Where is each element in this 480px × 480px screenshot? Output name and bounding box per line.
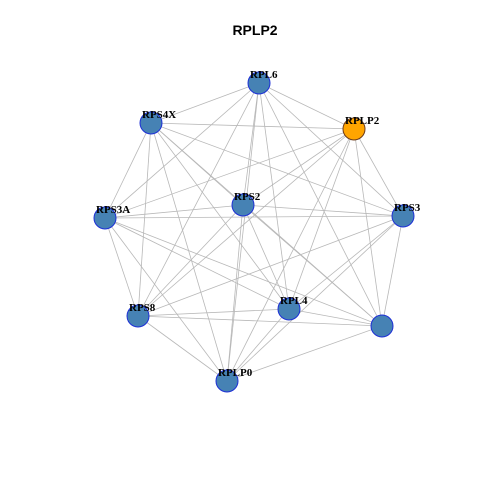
edge-rpl4-rplp0 (226, 308, 290, 382)
node-label-rps3: RPS3 (394, 202, 421, 214)
edge-unlabeled-rplp0 (226, 325, 383, 382)
edge-rps4x-rplp0 (150, 122, 228, 382)
edge-rplp2-rps3 (353, 128, 404, 217)
node-rpl4[interactable] (277, 297, 301, 321)
node-rps3a[interactable] (93, 206, 117, 230)
node-rps8[interactable] (126, 304, 150, 328)
node-rplp0[interactable] (215, 369, 239, 393)
edge-rplp2-rps4x (150, 122, 355, 130)
edge-rps3a-rplp0 (104, 217, 228, 382)
edge-rplp2-rplp0 (226, 128, 355, 382)
edge-rps8-rpl4 (137, 308, 290, 317)
node-rplp2[interactable] (342, 117, 366, 141)
edge-rps8-unlabeled (137, 315, 383, 327)
node-rps3[interactable] (391, 204, 415, 228)
edge-rps2-unlabeled (242, 204, 383, 327)
edge-rpl6-rps8 (137, 82, 260, 317)
edge-rpl4-unlabeled (288, 308, 383, 327)
node-label-rplp0: RPLP0 (218, 367, 253, 379)
edge-rps3-unlabeled (381, 215, 404, 327)
edge-rpl6-rps2 (242, 82, 260, 206)
edge-rps4x-rpl4 (150, 122, 290, 310)
edge-rps3-rps8 (137, 215, 404, 317)
node-label-rps2: RPS2 (234, 191, 261, 203)
node-label-rpl4: RPL4 (280, 295, 308, 307)
node-label-rps3a: RPS3A (96, 204, 130, 216)
node-rps4x[interactable] (139, 111, 163, 135)
edge-rps3a-rps3 (104, 215, 404, 219)
edge-rps3-rpl4 (288, 215, 404, 310)
nodes-layer (93, 71, 415, 393)
edge-rpl6-rpl4 (258, 82, 290, 310)
node-label-rplp2: RPLP2 (345, 115, 380, 127)
edge-rplp2-rps2 (242, 128, 355, 206)
edge-rpl6-rplp2 (258, 82, 355, 130)
node-label-rps8: RPS8 (129, 302, 156, 314)
edge-rpl6-rps3 (258, 82, 404, 217)
edge-rps2-rps3 (242, 204, 404, 217)
node-rpl6[interactable] (247, 71, 271, 95)
edge-rpl6-rps4x (150, 82, 260, 124)
node-label-rps4x: RPS4X (142, 109, 176, 121)
edge-rpl6-rplp0 (226, 82, 260, 382)
edge-rps2-rps3a (104, 204, 244, 219)
edge-rps4x-rps8 (137, 122, 152, 317)
edge-rps3-rplp0 (226, 215, 404, 382)
edge-rpl6-unlabeled (258, 82, 383, 327)
edge-rps2-rplp0 (226, 204, 244, 382)
graph-title: RPLP2 (232, 22, 277, 38)
edge-rplp2-rps3a (104, 128, 355, 219)
node-rps2[interactable] (231, 193, 255, 217)
edge-rps4x-rps3 (150, 122, 404, 217)
edge-rps8-rplp0 (137, 315, 228, 382)
edge-rps3a-rpl4 (104, 217, 290, 310)
edge-rplp2-unlabeled (353, 128, 383, 327)
edge-rplp2-rps8 (137, 128, 355, 317)
edge-rps3a-rps8 (104, 217, 139, 317)
edge-rplp2-rpl4 (288, 128, 355, 310)
edge-rps4x-rps3a (104, 122, 152, 219)
edge-rps3a-unlabeled (104, 217, 383, 327)
edge-rps2-rpl4 (242, 204, 290, 310)
node-unlabeled[interactable] (370, 314, 394, 338)
node-label-rpl6: RPL6 (250, 69, 278, 81)
edges-layer (104, 82, 404, 382)
